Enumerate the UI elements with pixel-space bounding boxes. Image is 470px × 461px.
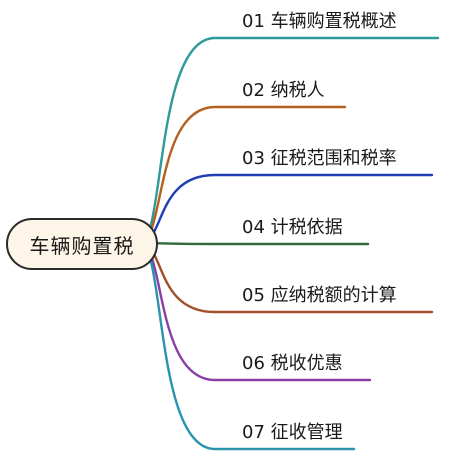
branch-connector-7: [138, 241, 356, 451]
branch-label-5: 05 应纳税额的计算: [242, 285, 397, 306]
branch-label-1: 01 车辆购置税概述: [242, 11, 397, 32]
branch-connector-4: [138, 241, 370, 246]
root-node: 车辆购置税: [6, 218, 158, 270]
branch-label-6: 06 税收优惠: [242, 353, 343, 374]
branch-label-7: 07 征收管理: [242, 422, 343, 443]
branch-label-3: 03 征税范围和税率: [242, 148, 397, 169]
branch-label-2: 02 纳税人: [242, 80, 325, 101]
root-node-label: 车辆购置税: [29, 233, 135, 258]
branch-connector-1: [138, 36, 440, 245]
branch-label-4: 04 计税依据: [242, 217, 343, 238]
